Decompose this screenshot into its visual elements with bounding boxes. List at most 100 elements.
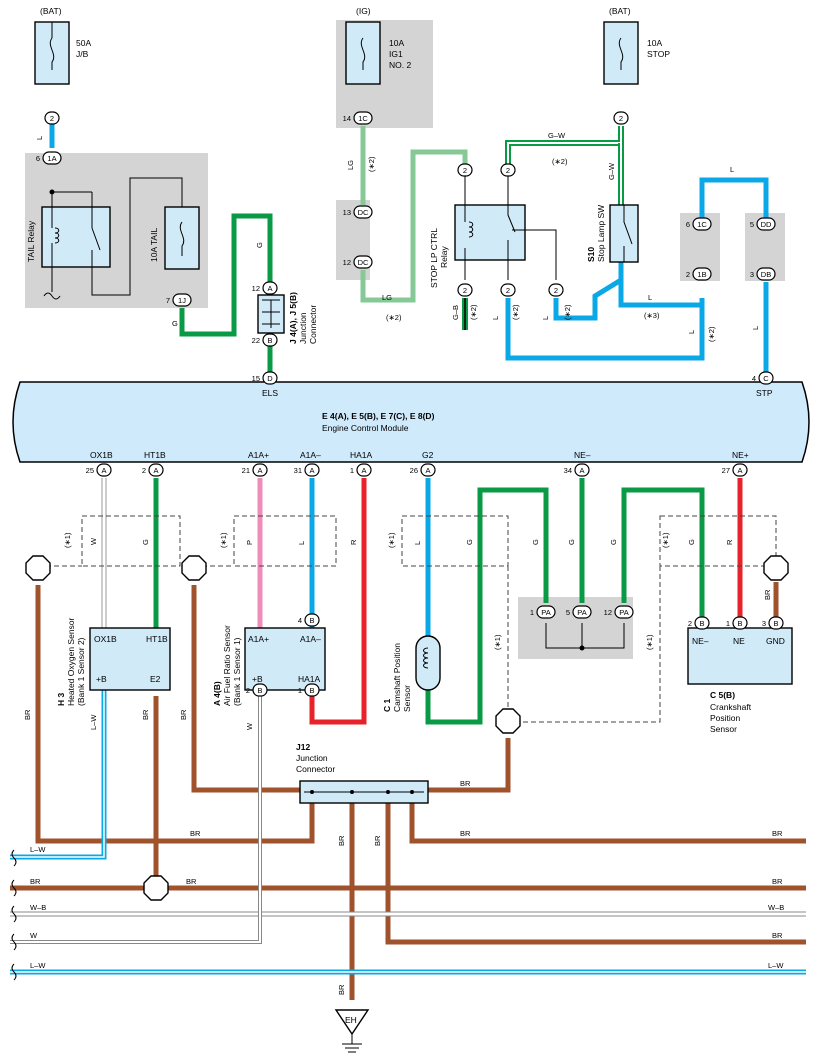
h3-bank: (Bank 1 Sensor 2) xyxy=(76,637,86,706)
wire-label: W–B xyxy=(30,903,46,912)
connector-pin: C4 xyxy=(752,371,774,385)
pin-letter: 2 xyxy=(619,114,623,123)
wire-label: (∗2) xyxy=(386,313,402,322)
fuse-jb-label: J/B xyxy=(76,49,89,59)
tail-relay-label: TAIL Relay xyxy=(26,220,36,262)
connector-pin: B3 xyxy=(762,616,784,630)
pin-number: 2 xyxy=(142,466,146,475)
pin-number: 7 xyxy=(166,296,170,305)
pin-letter: A xyxy=(153,466,158,475)
pin-letter: PA xyxy=(541,608,550,617)
wire-label: BR xyxy=(23,709,32,720)
pin-number: 2 xyxy=(246,686,250,695)
wire-label: L xyxy=(648,293,652,302)
wire-label: L xyxy=(413,541,422,545)
wire-label: (∗3) xyxy=(644,311,660,320)
c5-ne: NE xyxy=(733,636,745,646)
connector-pin: A26 xyxy=(410,463,436,477)
connector-pin: A31 xyxy=(294,463,320,477)
connector-pin: A12 xyxy=(252,281,278,295)
ecm-stp: STP xyxy=(756,388,773,398)
fuse-50a-jb xyxy=(34,21,70,85)
fuse-no2-label: NO. 2 xyxy=(389,60,411,70)
pin-letter: 2 xyxy=(554,286,558,295)
wire-label: (∗1) xyxy=(387,532,396,548)
fuse-ig1-label: IG1 xyxy=(389,49,403,59)
wire-label: BR xyxy=(179,709,188,720)
pin-letter: B xyxy=(267,336,272,345)
ecm-ht1b: HT1B xyxy=(144,450,166,460)
pin-letter: A xyxy=(579,466,584,475)
wire-label: R xyxy=(349,539,358,545)
wire-label: BR xyxy=(30,877,41,886)
wire-label: L–W xyxy=(768,961,784,970)
connector-pin: 2 xyxy=(500,163,516,177)
connector-pin: 2 xyxy=(548,283,564,297)
a4-ha1a: HA1A xyxy=(298,674,321,684)
wire-label: L xyxy=(491,316,500,320)
pin-letter: 2 xyxy=(463,166,467,175)
pin-letter: B xyxy=(737,619,742,628)
connector-pin: B2 xyxy=(246,683,268,697)
wire-label: (∗2) xyxy=(511,304,520,320)
ecm-els: ELS xyxy=(262,388,278,398)
connector-pin: 2 xyxy=(44,111,60,125)
connector-pin: 1B2 xyxy=(686,267,712,281)
wire-label: P xyxy=(245,540,254,545)
wire-label: L–W xyxy=(30,845,46,854)
pin-number: 1 xyxy=(350,466,354,475)
pin-number: 12 xyxy=(252,284,260,293)
pin-number: 26 xyxy=(410,466,418,475)
pin-number: 6 xyxy=(36,154,40,163)
pin-letter: 1J xyxy=(178,296,186,305)
wire-label: L–W xyxy=(89,714,98,730)
junction-top-l1: Junction xyxy=(298,312,308,344)
wire-label: G–B xyxy=(451,305,460,320)
wire-label: W–B xyxy=(768,903,784,912)
pin-letter: B xyxy=(699,619,704,628)
fuse-10a-label-2: 10A xyxy=(389,38,404,48)
pin-number: 5 xyxy=(566,608,570,617)
stop-switch-label: Stop Lamp SW xyxy=(596,205,606,262)
pin-letter: B xyxy=(309,686,314,695)
bat-label-2: (BAT) xyxy=(609,6,631,16)
connector-pin: 2 xyxy=(457,283,473,297)
wire-label: (∗2) xyxy=(707,326,716,342)
pin-number: 15 xyxy=(252,374,260,383)
wire-label: BR xyxy=(190,829,201,838)
pin-letter: C xyxy=(763,374,769,383)
wire-label: BR xyxy=(460,829,471,838)
crankshaft-position-sensor xyxy=(687,627,793,685)
wire-label: G xyxy=(687,539,696,545)
pin-letter: B xyxy=(309,616,314,625)
wire-label: L xyxy=(35,136,44,140)
c1-sensor: Sensor xyxy=(402,685,412,712)
connector-pin: PA1 xyxy=(530,605,556,619)
ecm-a1ap: A1A+ xyxy=(248,450,269,460)
pin-number: 27 xyxy=(722,466,730,475)
wire-label: BR xyxy=(460,779,471,788)
heated-oxygen-sensor xyxy=(89,627,171,691)
connector-pin: 2 xyxy=(613,111,629,125)
wire-label: (∗1) xyxy=(63,532,72,548)
pin-number: 1 xyxy=(726,619,730,628)
wire-blue-relay-1b xyxy=(505,298,705,361)
h3-b-plus: +B xyxy=(96,674,107,684)
wire-label: BR xyxy=(772,931,783,940)
pin-number: 4 xyxy=(298,616,302,625)
c5-nem: NE– xyxy=(692,636,709,646)
ig-label: (IG) xyxy=(356,6,371,16)
wire-label: L xyxy=(730,165,734,174)
wire-label: (∗2) xyxy=(563,304,572,320)
wire-label: (∗1) xyxy=(645,634,654,650)
ecm-name: Engine Control Module xyxy=(322,423,409,433)
pin-number: 34 xyxy=(564,466,572,475)
fuse-10a-label-3: 10A xyxy=(647,38,662,48)
pin-number: 14 xyxy=(343,114,351,123)
wire-label: BR xyxy=(186,877,197,886)
a4-bank: (Bank 1 Sensor 1) xyxy=(232,637,242,706)
pin-number: 31 xyxy=(294,466,302,475)
